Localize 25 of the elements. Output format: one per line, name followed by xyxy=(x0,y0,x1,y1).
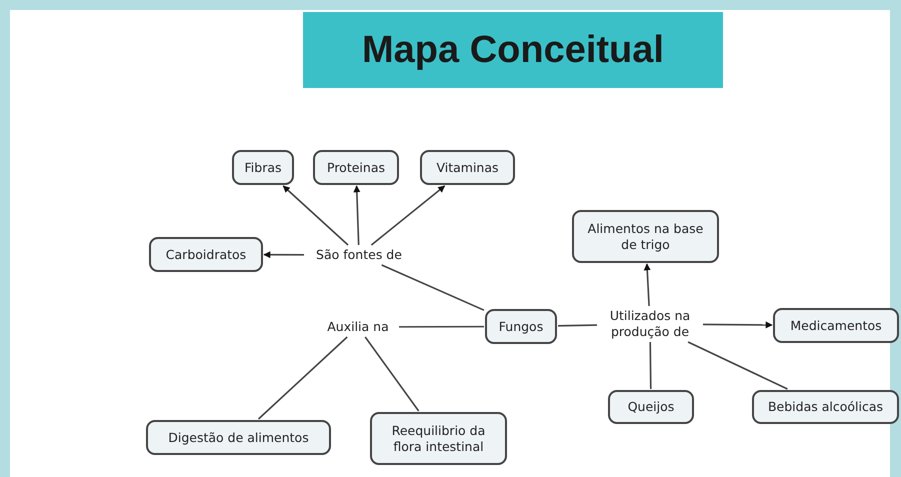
concept-box: Carboidratos xyxy=(149,237,263,272)
concept-box: Bebidas alcoólicas xyxy=(752,390,899,424)
concept-box: Fibras xyxy=(232,150,294,185)
concept-box: Fungos xyxy=(485,309,557,344)
connector-line xyxy=(688,341,788,390)
arrow xyxy=(263,251,304,258)
concept-box: Medicamentos xyxy=(773,308,899,343)
connector-line xyxy=(381,264,484,311)
connector-line xyxy=(399,326,484,328)
connector-line xyxy=(649,342,652,390)
title-banner: Mapa Conceitual xyxy=(303,12,723,88)
arrow xyxy=(644,263,651,306)
concept-box: Alimentos na base de trigo xyxy=(572,210,719,263)
concept-box: Proteinas xyxy=(313,150,399,185)
connector-line xyxy=(258,336,348,420)
concept-box: Vitaminas xyxy=(420,150,515,185)
concept-box: Reequilibrio da flora intestinal xyxy=(370,412,507,465)
concept-box: Queijos xyxy=(608,390,694,424)
connector-line xyxy=(558,324,598,327)
connector-line xyxy=(364,336,420,412)
arrow xyxy=(353,185,360,246)
concept-box: Digestão de alimentos xyxy=(146,420,331,455)
arrow xyxy=(703,321,773,328)
arrow xyxy=(370,185,446,246)
arrow xyxy=(282,185,349,246)
